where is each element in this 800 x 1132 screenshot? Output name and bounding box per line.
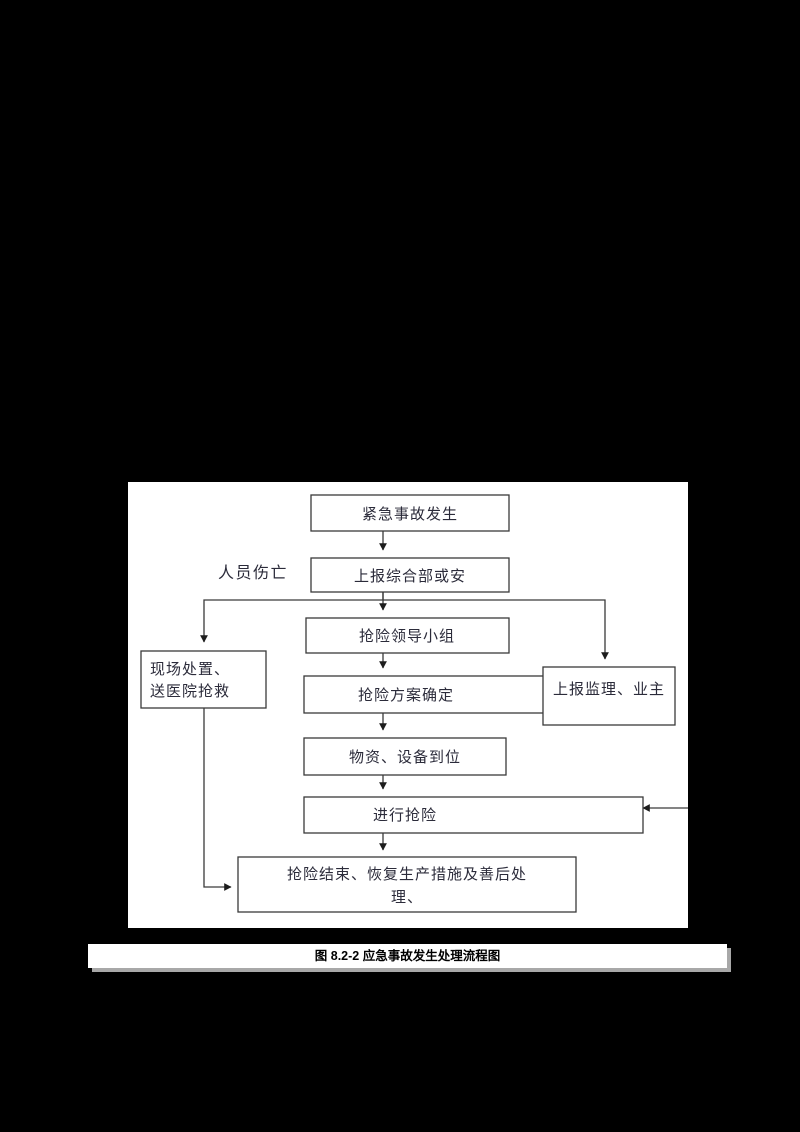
node-rescue-plan-confirmed-label: 抢险方案确定 xyxy=(358,686,454,704)
node-materials-equipment-in-place-label: 物资、设备到位 xyxy=(349,749,461,766)
label-casualties: 人员伤亡 xyxy=(218,564,288,582)
node-rescue-complete-recovery-label-line2: 理、 xyxy=(391,889,423,906)
connector-n2-branch-left xyxy=(200,592,384,643)
node-rescue-complete-recovery[interactable] xyxy=(237,856,577,913)
node-on-site-disposal-hospital[interactable] xyxy=(140,650,267,709)
node-materials-equipment-in-place[interactable] xyxy=(303,737,507,776)
connector-n2-branch-right xyxy=(383,599,609,660)
flowchart-svg: 紧急事故发生 上报综合部或安 人员伤亡 抢险领导小组 抢险方案确定 物资、设备到… xyxy=(140,494,688,913)
node-on-site-disposal-hospital-label-line2: 送医院抢救 xyxy=(150,682,230,700)
connector-n9-to-n6 xyxy=(642,804,688,812)
connector-n8-to-n7 xyxy=(203,708,232,891)
node-carry-out-rescue-label: 进行抢险 xyxy=(373,806,437,824)
flowchart-panel: 紧急事故发生 上报综合部或安 人员伤亡 抢险领导小组 抢险方案确定 物资、设备到… xyxy=(128,482,688,928)
figure-caption-text: 图 8.2-2 应急事故发生处理流程图 xyxy=(314,949,501,963)
node-emergency-accident-occurs[interactable] xyxy=(310,494,510,532)
node-report-supervisor-owner-label: 上报监理、业主 xyxy=(553,681,665,698)
node-report-supervisor-owner[interactable] xyxy=(542,666,676,726)
node-rescue-complete-recovery-label-line1: 抢险结束、恢复生产措施及善后处 xyxy=(287,865,527,883)
node-carry-out-rescue[interactable] xyxy=(303,796,644,834)
figure-caption-bar: 图 8.2-2 应急事故发生处理流程图 xyxy=(88,944,727,968)
node-report-to-general-dept-label: 上报综合部或安 xyxy=(354,568,466,585)
node-on-site-disposal-hospital-label-line1: 现场处置、 xyxy=(150,661,230,678)
node-report-to-general-dept[interactable] xyxy=(310,557,510,593)
node-emergency-accident-occurs-label: 紧急事故发生 xyxy=(362,506,458,523)
node-rescue-leadership-group[interactable] xyxy=(305,617,510,654)
node-rescue-leadership-group-label: 抢险领导小组 xyxy=(359,627,455,645)
